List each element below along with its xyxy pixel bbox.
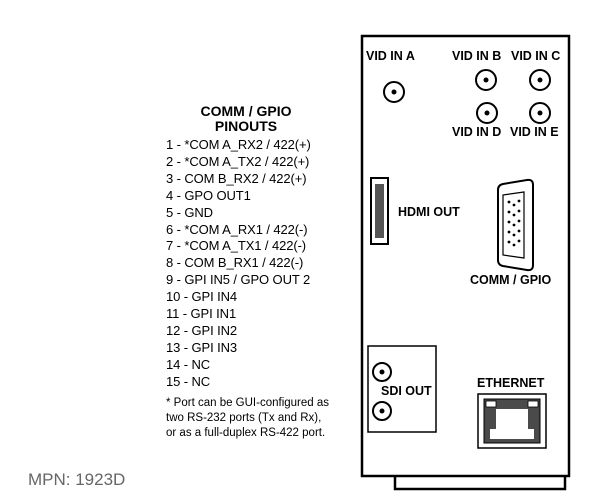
pin-item: 5 - GND [166, 204, 213, 220]
comm-gpio-label: COMM / GPIO [470, 273, 552, 287]
sdi-out-label: SDI OUT [381, 384, 432, 398]
pinout-title-line2: PINOUTS [214, 118, 278, 134]
vid-in-c-connector [529, 69, 551, 91]
pin-item: 3 - COM B_RX2 / 422(+) [166, 170, 307, 186]
note-line: two RS-232 ports (Tx and Rx), [166, 411, 322, 424]
hdmi-out-connector [370, 177, 389, 245]
sdi-out-connector-1 [372, 362, 392, 382]
pin-item: 8 - COM B_RX1 / 422(-) [166, 255, 304, 271]
vid-in-a-connector [383, 81, 405, 103]
pin-item: 14 - NC [166, 356, 211, 372]
note-line: or as a full-duplex RS-422 port. [166, 426, 326, 439]
ethernet-port-icon [477, 393, 547, 449]
pin-item: 1 - *COM A_RX2 / 422(+) [166, 137, 311, 152]
ethernet-label: ETHERNET [477, 376, 545, 390]
pin-item: 10 - GPI IN4 [166, 289, 238, 305]
vid-in-d-connector [476, 102, 498, 124]
panel-bottom-tab [393, 476, 567, 491]
pin-item: 13 - GPI IN3 [166, 339, 238, 355]
port-config-note: * Port can be GUI-configured as two RS-2… [166, 396, 356, 441]
pin-list: 1 - *COM A_RX2 / 422(+) 2 - *COM A_TX2 /… [166, 137, 356, 391]
mpn-label: MPN: 1923D [28, 470, 126, 489]
comm-gpio-connector [497, 178, 534, 272]
pin-item: 4 - GPO OUT1 [166, 187, 251, 203]
pinout-block: COMM / GPIO PINOUTS 1 - *COM A_RX2 / 422… [166, 104, 356, 441]
vid-in-b-connector [475, 69, 497, 91]
vid-in-c-label: VID IN C [511, 49, 560, 63]
pin-item: 12 - GPI IN2 [166, 322, 238, 338]
vid-in-a-label: VID IN A [366, 49, 415, 63]
hdmi-out-label: HDMI OUT [398, 205, 460, 219]
pinout-title-line1: COMM / GPIO [200, 103, 292, 119]
note-line: * Port can be GUI-configured as [166, 396, 329, 409]
pin-item: 6 - *COM A_RX1 / 422(-) [166, 221, 308, 237]
sdi-out-connector-2 [372, 401, 392, 421]
vid-in-e-label: VID IN E [510, 125, 559, 139]
pin-item: 7 - *COM A_TX1 / 422(-) [166, 238, 307, 254]
pinout-title: COMM / GPIO PINOUTS [166, 104, 326, 134]
pin-item: 15 - NC [166, 373, 211, 389]
pin-item: 11 - GPI IN1 [166, 306, 237, 322]
pin-item: 2 - *COM A_TX2 / 422(+) [166, 153, 310, 169]
vid-in-b-label: VID IN B [452, 49, 501, 63]
vid-in-e-connector [529, 102, 551, 124]
pin-item: 9 - GPI IN5 / GPO OUT 2 [166, 272, 311, 288]
vid-in-d-label: VID IN D [452, 125, 501, 139]
